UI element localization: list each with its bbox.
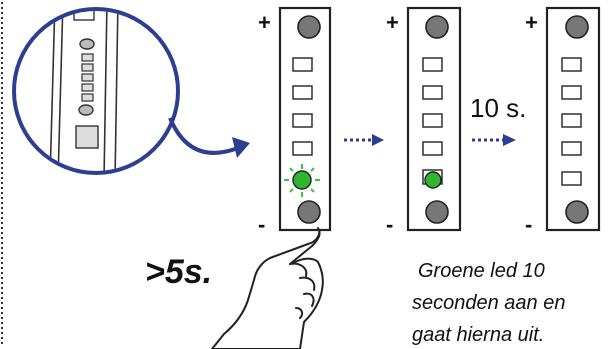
curved-arrow-shaft [168,117,239,155]
dotted-arrow-1 [344,134,384,146]
minus-sign: - [258,212,265,237]
plus-button[interactable] [425,15,449,39]
caption: Groene led 10 seconden aan en gaat hiern… [412,260,565,346]
led-4 [561,141,582,156]
curved-arrow-head [232,137,250,158]
led-4 [292,141,313,156]
dotted-arrow-2 [472,134,516,146]
caption-line-3: gaat hierna uit. [412,324,544,346]
plus-button[interactable] [565,15,589,39]
led-1 [561,57,582,72]
plus-sign: + [525,10,538,35]
led-panel-1: + - [258,6,332,237]
minus-sign: - [386,212,393,237]
plus-button[interactable] [297,15,321,39]
caption-line-2: seconden aan en [412,292,565,314]
led-panel-2: + - [386,6,462,237]
plus-sign: + [258,10,271,35]
magnifier-detail [12,7,180,175]
led-2 [292,85,313,100]
led-3 [422,113,443,128]
hand-pointer-icon [211,227,324,349]
curved-arrow [168,117,250,158]
led-5-green-on [424,171,442,189]
minus-sign: - [525,212,532,237]
led-3 [561,113,582,128]
led-panel-3: + - [525,6,601,237]
magnified-panel [49,11,119,171]
led-3 [292,113,313,128]
led-2 [561,85,582,100]
timer-label: 10 s. [470,93,526,123]
minus-button[interactable] [425,200,449,224]
led-glow-rays [284,164,320,197]
led-2 [422,85,443,100]
led-5-green-active [292,170,312,190]
magnifier-circle [12,7,180,175]
minus-button[interactable] [297,200,321,224]
led-4 [422,141,443,156]
minus-button[interactable] [565,200,589,224]
led-5 [561,171,582,186]
led-1 [422,57,443,72]
led-1 [292,57,313,72]
caption-line-1: Groene led 10 [418,260,545,282]
hold-duration-label: >5s. [145,253,212,291]
plus-sign: + [386,10,399,35]
